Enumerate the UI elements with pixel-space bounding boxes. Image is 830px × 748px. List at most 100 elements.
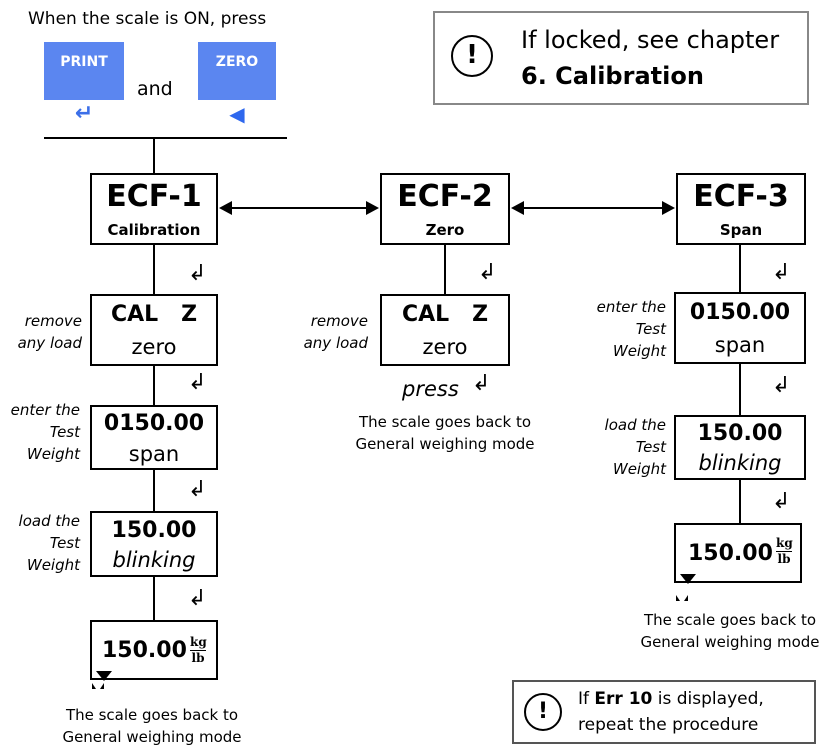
- menu-ecf-3-code: ECF-3: [693, 179, 789, 214]
- col3-step2-hint: load the Test Weight: [590, 414, 666, 480]
- and-label: and: [137, 78, 173, 100]
- display-line2: span: [714, 333, 766, 357]
- display-line1: 150.00: [111, 518, 197, 543]
- col2-step1-hint: remove any load: [290, 310, 368, 354]
- hint-line: remove: [310, 312, 368, 330]
- col2-return-note: The scale goes back to General weighing …: [335, 411, 555, 455]
- enter-icon: ↲: [188, 586, 207, 611]
- unit-kg: kg: [776, 536, 793, 550]
- col1-line-b: [153, 366, 155, 406]
- col3-step1-hint: enter the Test Weight: [590, 296, 666, 362]
- err-note-line2: repeat the procedure: [578, 715, 759, 735]
- fraction-bar: [190, 650, 206, 651]
- display-line2: zero: [422, 335, 468, 359]
- exclamation-icon: !: [524, 693, 562, 731]
- enter-icon: ↲: [772, 260, 791, 285]
- col3-weight-display: 150.00 kg lb: [674, 523, 802, 584]
- hint-line: Weight: [26, 445, 80, 463]
- exclamation-icon: !: [451, 35, 493, 77]
- col1-step2-hint: enter the Test Weight: [4, 399, 80, 465]
- col1-step3-hint: load the Test Weight: [4, 510, 80, 576]
- hint-line: remove: [24, 312, 82, 330]
- hint-line: enter the: [596, 298, 666, 316]
- col3-blinking-box: 150.00 blinking: [674, 415, 806, 480]
- col1-return-note: The scale goes back to General weighing …: [42, 704, 262, 748]
- err-code: Err 10: [594, 689, 653, 709]
- locked-note-box: ! If locked, see chapter 6. Calibration: [433, 11, 809, 105]
- hint-line: load the: [604, 416, 666, 434]
- zero-key: ZERO: [198, 42, 276, 100]
- err-note-line1: If Err 10 is displayed,: [578, 688, 764, 710]
- unit-fraction: kg lb: [776, 536, 793, 566]
- note-line: General weighing mode: [355, 435, 535, 453]
- menu-ecf-1: ECF-1 Calibration: [90, 173, 218, 245]
- hint-line: Test: [635, 320, 666, 338]
- hint-line: Test: [635, 438, 666, 456]
- enter-icon: ↲: [472, 371, 491, 396]
- locked-note-line2: 6. Calibration: [521, 62, 704, 90]
- enter-icon: ↲: [772, 489, 791, 514]
- err-note-box: ! If Err 10 is displayed, repeat the pro…: [512, 680, 816, 744]
- hint-line: Weight: [26, 556, 80, 574]
- stable-indicator-icon: [96, 671, 112, 681]
- weight-value: 150.00: [102, 638, 187, 663]
- zero-key-left-arrow-icon: ◀: [229, 102, 245, 126]
- menu-ecf-3: ECF-3 Span: [676, 173, 806, 245]
- hint-line: Weight: [612, 460, 666, 478]
- col1-step1-hint: remove any load: [6, 310, 82, 354]
- enter-icon: ↲: [188, 477, 207, 502]
- menu-ecf-2-code: ECF-2: [397, 179, 493, 214]
- col2-line-a: [444, 245, 446, 295]
- menu-ecf-2-name: Zero: [425, 221, 465, 239]
- display-line1: 0150.00: [689, 300, 791, 325]
- hint-line: any load: [303, 334, 368, 352]
- col3-line-b: [739, 364, 741, 416]
- col3-return-note: The scale goes back to General weighing …: [630, 609, 830, 653]
- display-line2: zero: [131, 335, 177, 359]
- fraction-bar: [776, 551, 792, 552]
- enter-icon: ↲: [478, 260, 497, 285]
- err-note-suffix: is displayed,: [652, 689, 764, 709]
- print-key: PRINT: [44, 42, 124, 100]
- unit-lb: lb: [191, 651, 205, 665]
- menu-ecf-3-name: Span: [719, 221, 763, 239]
- display-foot-marks-icon: [676, 595, 688, 601]
- display-line2: blinking: [698, 451, 782, 475]
- stable-indicator-icon: [680, 574, 696, 584]
- note-line: General weighing mode: [640, 633, 820, 651]
- menu-ecf-1-name: Calibration: [107, 221, 201, 239]
- header-instruction: When the scale is ON, press: [28, 9, 267, 29]
- col3-line-a: [739, 245, 741, 293]
- col3-line-c: [739, 480, 741, 524]
- display-line1: CAL Z: [110, 302, 198, 327]
- enter-icon: ↲: [188, 370, 207, 395]
- col2-press-label: press: [402, 377, 459, 401]
- enter-icon: ↲: [772, 373, 791, 398]
- col2-cal-zero-box: CAL Z zero: [380, 294, 510, 366]
- note-line: The scale goes back to: [643, 611, 817, 629]
- menu-ecf-1-code: ECF-1: [106, 179, 202, 214]
- hint-line: any load: [17, 334, 82, 352]
- unit-lb: lb: [777, 552, 791, 566]
- hint-line: enter the: [10, 401, 80, 419]
- col1-cal-zero-box: CAL Z zero: [90, 294, 218, 366]
- hint-line: Test: [49, 534, 80, 552]
- col1-line-c: [153, 470, 155, 512]
- display-line1: CAL Z: [401, 302, 489, 327]
- note-line: The scale goes back to: [358, 413, 532, 431]
- key-underline: [44, 137, 287, 139]
- display-line1: 0150.00: [103, 411, 205, 436]
- locked-note-line1: If locked, see chapter: [521, 26, 780, 54]
- weight-value: 150.00: [688, 541, 773, 566]
- note-line: General weighing mode: [62, 728, 242, 746]
- print-key-label: PRINT: [60, 54, 108, 70]
- display-line2: span: [128, 442, 180, 466]
- col3-span-box: 0150.00 span: [674, 292, 806, 364]
- col1-span-box: 0150.00 span: [90, 405, 218, 470]
- hint-line: load the: [18, 512, 80, 530]
- hint-line: Test: [49, 423, 80, 441]
- display-line2: blinking: [112, 548, 196, 572]
- menu-ecf-2: ECF-2 Zero: [380, 173, 510, 245]
- display-foot-marks-icon: [92, 683, 104, 689]
- note-line: The scale goes back to: [65, 706, 239, 724]
